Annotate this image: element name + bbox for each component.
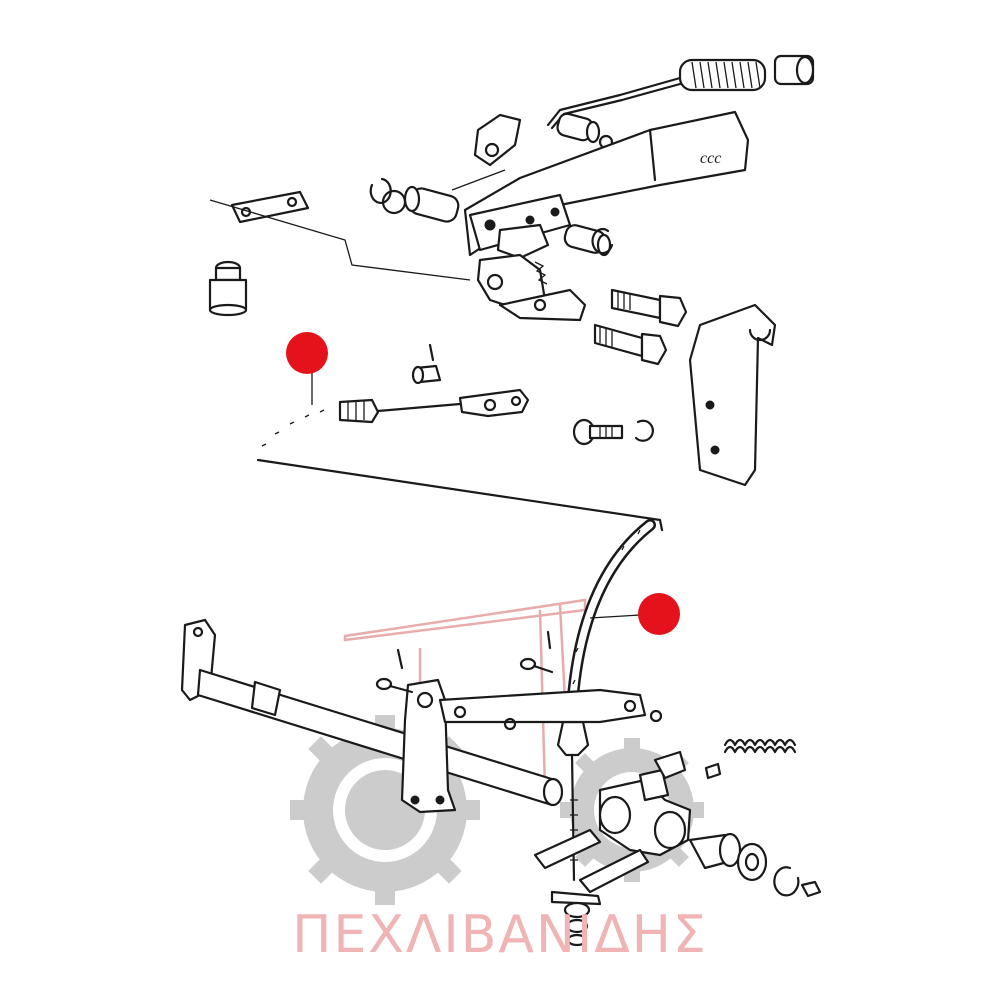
shaft-circlip xyxy=(773,866,800,897)
callout-lower-cable xyxy=(589,593,680,635)
washer-upper xyxy=(381,189,407,215)
grease-nipple xyxy=(704,762,822,898)
adjuster-wing-nut xyxy=(550,890,602,947)
release-spring xyxy=(678,58,767,92)
return-spring xyxy=(723,738,797,754)
callout-marker-upper xyxy=(286,332,328,374)
circlip-upper-left xyxy=(369,177,392,204)
bolt-shaft-right xyxy=(519,630,554,674)
lever-marking: ccc xyxy=(700,150,721,167)
bolt-small xyxy=(572,418,654,446)
circlip-right xyxy=(591,228,614,255)
bolt-shaft-left xyxy=(375,648,414,694)
shaft-bracket-center xyxy=(400,678,457,814)
watermark-brand-text: ΠΕΧΛΙΒΑΝΙΔΗΣ xyxy=(292,905,708,965)
side-mount-plate xyxy=(688,303,777,487)
bolt-upper xyxy=(610,288,688,328)
mount-bracket-top xyxy=(473,113,522,167)
upper-cable xyxy=(251,343,664,532)
shaft-lever-arm xyxy=(438,688,647,724)
shaft-washer xyxy=(736,842,768,882)
cross-shaft-assembly xyxy=(180,618,822,898)
shaft-sleeve xyxy=(688,832,742,870)
release-button xyxy=(773,54,815,86)
lower-cable xyxy=(550,519,656,947)
rod-pin xyxy=(556,112,614,150)
bolt-lower xyxy=(593,323,668,366)
callout-upper-cable xyxy=(286,332,328,405)
pawl-plate xyxy=(496,223,550,260)
pivot-pin-left xyxy=(403,185,460,223)
grease-container xyxy=(208,260,248,317)
callout-marker-lower xyxy=(638,593,680,635)
handbrake-lever-assembly: ccc xyxy=(208,54,815,487)
